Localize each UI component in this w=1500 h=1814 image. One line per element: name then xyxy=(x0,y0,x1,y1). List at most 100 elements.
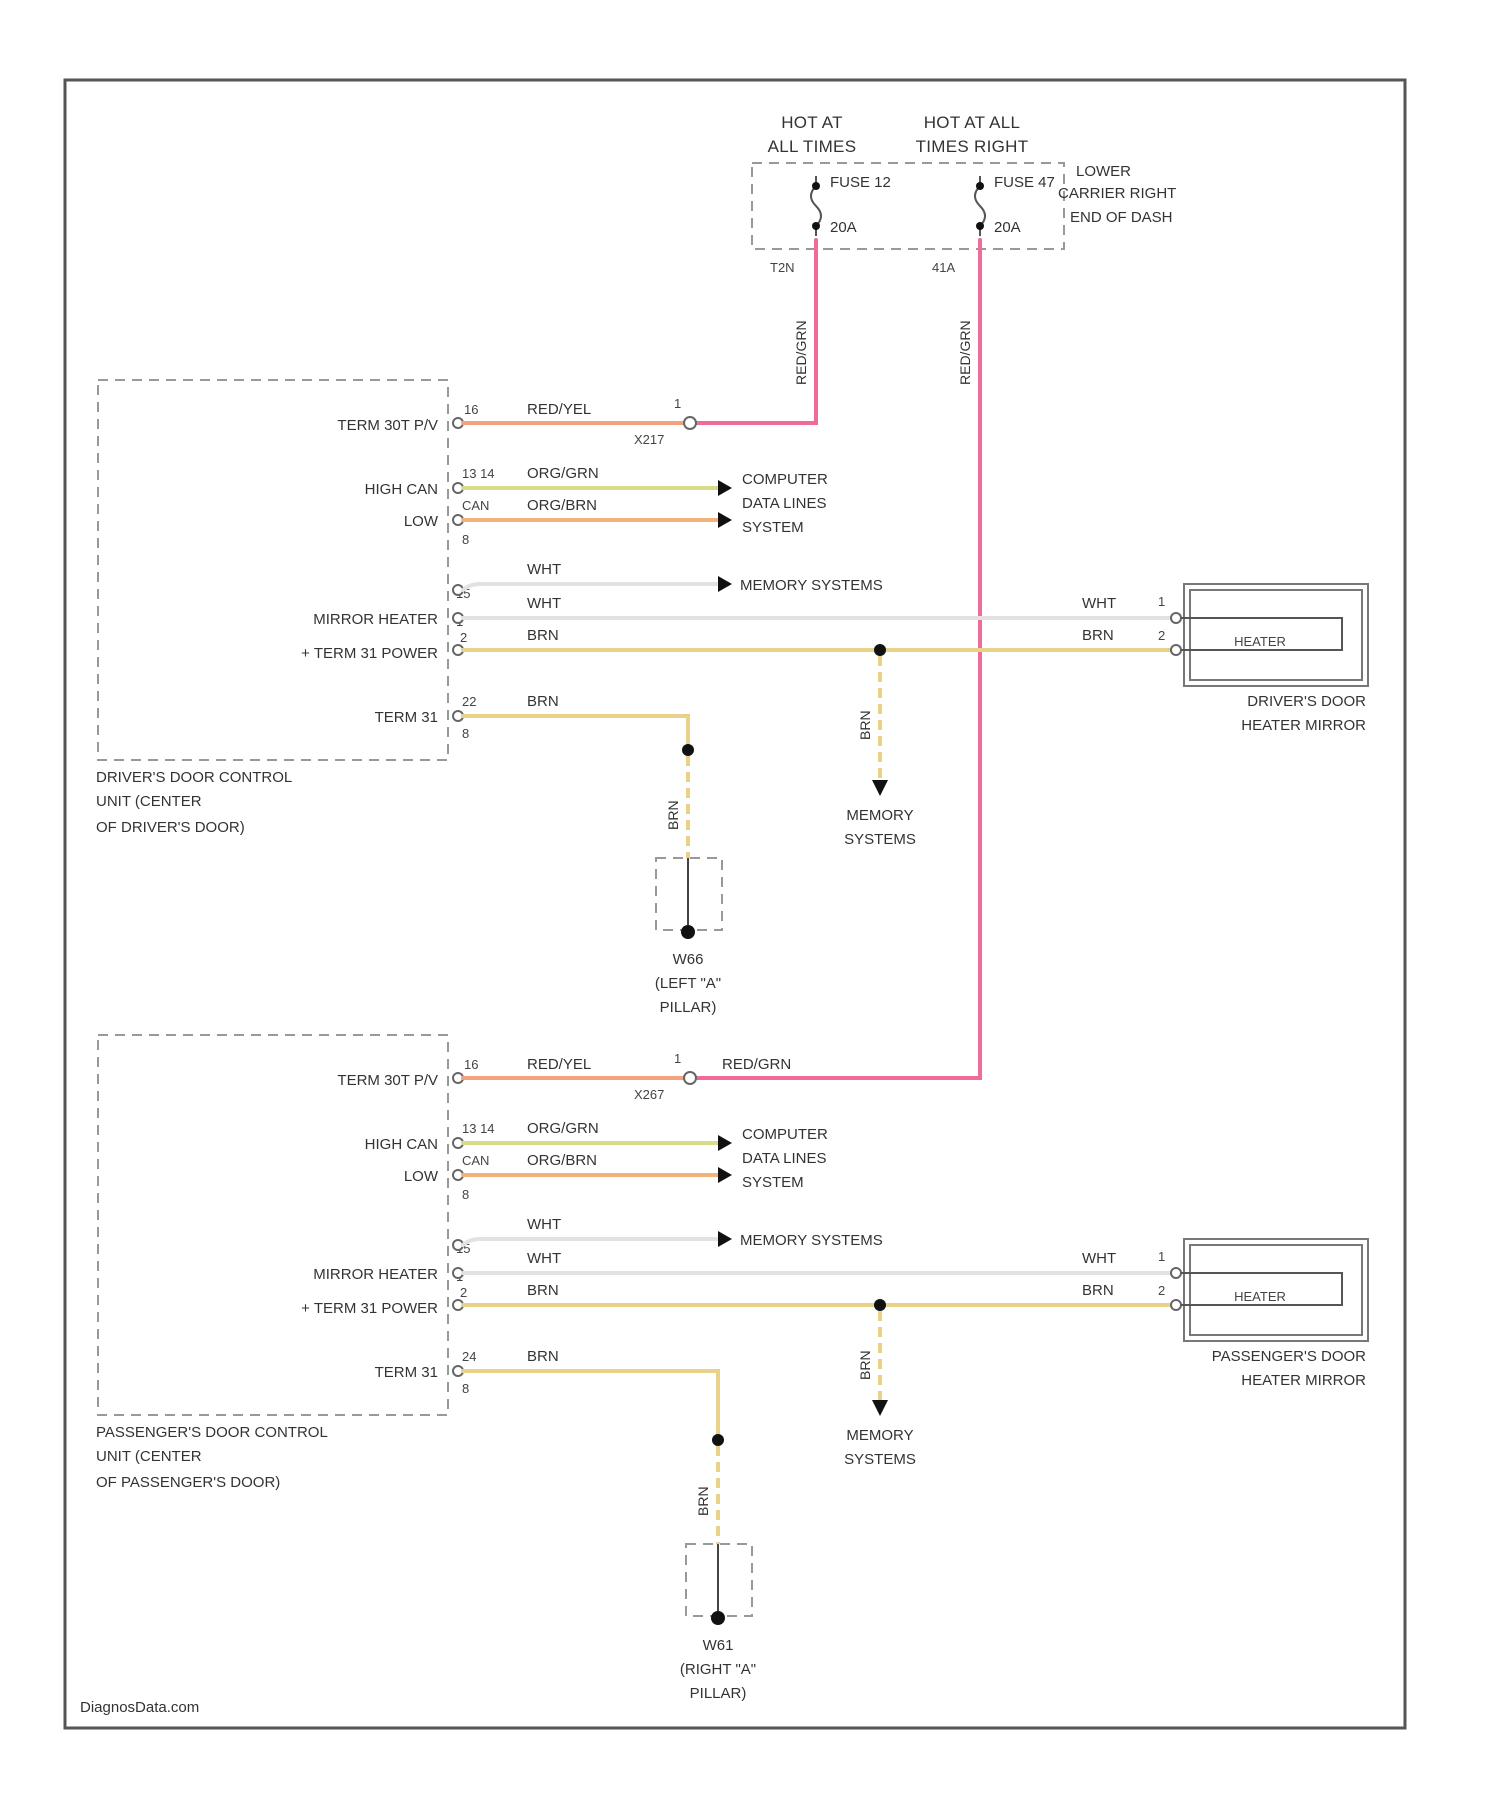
drivers-wire-high-label: ORG/GRN xyxy=(527,465,599,482)
pass-wire-term30-label: RED/YEL xyxy=(527,1056,591,1073)
pass-arrow-low-can xyxy=(718,1167,732,1183)
fuse-location-line1: LOWER xyxy=(1076,163,1131,180)
pass-computer-data-line1: COMPUTER xyxy=(742,1126,828,1143)
drivers-computer-data-line1: COMPUTER xyxy=(742,471,828,488)
pass-mirror-heater-label: MIRROR HEATER xyxy=(313,1266,438,1283)
fuse1-pin: T2N xyxy=(770,260,795,275)
drivers-mirror-term2 xyxy=(1171,645,1181,655)
fuse1-amp: 20A xyxy=(830,219,857,236)
drivers-wire-brn-ground xyxy=(463,716,688,750)
drivers-mirror-heater-label: MIRROR HEATER xyxy=(313,611,438,628)
pass-wire-low-label: ORG/BRN xyxy=(527,1152,597,1169)
pass-wire-t31-label: BRN xyxy=(527,1348,559,1365)
fuse2-name: FUSE 47 xyxy=(994,174,1055,191)
pass-high-can-label: HIGH CAN xyxy=(365,1136,438,1153)
ground-right-line1: W61 xyxy=(703,1637,734,1654)
drivers-wire-low-label: ORG/BRN xyxy=(527,497,597,514)
drivers-splice-wire-label: BRN xyxy=(857,710,873,740)
fuse2-bottom-dot xyxy=(976,222,984,230)
drivers-connector-name: X217 xyxy=(634,432,664,447)
drivers-low-label: LOW xyxy=(404,513,439,530)
fuse2-hot-line2: TIMES RIGHT xyxy=(916,137,1029,156)
drivers-heater-mirror: HEATER 1 2 WHT BRN DRIVER'S DOOR HEATER … xyxy=(1082,584,1368,734)
drivers-pin-can: 13 14 xyxy=(462,466,495,481)
pass-pin-t31b: 8 xyxy=(462,1381,469,1396)
passengers-door-control-unit: TERM 30T P/V HIGH CAN LOW MIRROR HEATER … xyxy=(96,1035,495,1491)
pass-wire-wht-memory xyxy=(463,1239,718,1245)
ground-right-line2: (RIGHT "A" xyxy=(680,1661,756,1678)
drivers-connector-pin: 1 xyxy=(674,396,681,411)
drivers-unit-name-line3: OF DRIVER'S DOOR) xyxy=(96,819,245,836)
drivers-pin-t31b: 8 xyxy=(462,726,469,741)
pass-splice xyxy=(874,1299,886,1311)
drivers-unit-outline xyxy=(98,380,448,760)
fuse2-pin: 41A xyxy=(932,260,955,275)
wire-fuse2-to-passenger xyxy=(690,240,980,1078)
pass-arrow-memory xyxy=(718,1231,732,1247)
drivers-mirror-w2: BRN xyxy=(1082,627,1114,644)
pass-pin-pw: 2 xyxy=(460,1285,467,1300)
drivers-pin-t31: 22 xyxy=(462,694,476,709)
pass-memory-systems-line1: MEMORY xyxy=(846,1427,913,1444)
drivers-wire-brn-label: BRN xyxy=(527,627,559,644)
pass-wire-brn-ground xyxy=(463,1371,718,1440)
drivers-arrow-low-can xyxy=(718,512,732,528)
drivers-door-control-unit: TERM 30T P/V HIGH CAN LOW MIRROR HEATER … xyxy=(96,380,495,836)
pass-computer-data-line2: DATA LINES xyxy=(742,1150,826,1167)
pass-arrow-high-can xyxy=(718,1135,732,1151)
pass-pin-can2: CAN xyxy=(462,1153,489,1168)
pass-unit-name-line2: UNIT (CENTER xyxy=(96,1448,202,1465)
pass-connector-name: X267 xyxy=(634,1087,664,1102)
drivers-computer-data-line2: DATA LINES xyxy=(742,495,826,512)
pass-mirror-pin1: 1 xyxy=(1158,1249,1165,1264)
fuse2-wire-label: RED/GRN xyxy=(957,320,973,385)
ground-right: W61 (RIGHT "A" PILLAR) xyxy=(680,1544,756,1702)
pass-computer-data-line3: SYSTEM xyxy=(742,1174,804,1191)
drivers-memory-systems-line1: MEMORY xyxy=(846,807,913,824)
fuse1-hot-line1: HOT AT xyxy=(781,113,843,132)
drivers-wire-t31-label: BRN xyxy=(527,693,559,710)
drivers-high-can-label: HIGH CAN xyxy=(365,481,438,498)
drivers-wire-wht2-label: WHT xyxy=(527,595,561,612)
drivers-ground-splice xyxy=(682,744,694,756)
pass-unit-outline xyxy=(98,1035,448,1415)
ground-left: W66 (LEFT "A" PILLAR) xyxy=(655,858,722,1016)
pass-mirror-term2 xyxy=(1171,1300,1181,1310)
pass-pin-can: 13 14 xyxy=(462,1121,495,1136)
pass-mirror-element-label: HEATER xyxy=(1234,1289,1286,1304)
pass-low-label: LOW xyxy=(404,1168,439,1185)
drivers-pin-can2: CAN xyxy=(462,498,489,513)
pass-mirror-w2: BRN xyxy=(1082,1282,1114,1299)
pass-mirror-term1 xyxy=(1171,1268,1181,1278)
drivers-pin-low: 8 xyxy=(462,532,469,547)
drivers-mirror-element-label: HEATER xyxy=(1234,634,1286,649)
drivers-arrow-memory xyxy=(718,576,732,592)
drivers-mirror-name-line2: HEATER MIRROR xyxy=(1241,717,1366,734)
passengers-heater-mirror: HEATER 1 2 WHT BRN PASSENGER'S DOOR HEAT… xyxy=(1082,1239,1368,1389)
pass-unit-name-line3: OF PASSENGER'S DOOR) xyxy=(96,1474,280,1491)
pass-wire-high-label: ORG/GRN xyxy=(527,1120,599,1137)
pass-arrow-memory-down xyxy=(872,1400,888,1416)
drivers-wire-term30-label: RED/YEL xyxy=(527,401,591,418)
pass-pin-low: 8 xyxy=(462,1187,469,1202)
ground-right-dot xyxy=(711,1611,725,1625)
drivers-connector-x217 xyxy=(684,417,696,429)
fuse1-wire-label: RED/GRN xyxy=(793,320,809,385)
pass-unit-name-line1: PASSENGER'S DOOR CONTROL xyxy=(96,1424,328,1441)
pass-mirror-pin2: 2 xyxy=(1158,1283,1165,1298)
drivers-term30-label: TERM 30T P/V xyxy=(337,417,438,434)
fuse1-top-dot xyxy=(812,182,820,190)
pass-ground-wire-label: BRN xyxy=(695,1486,711,1516)
drivers-pin-pw: 2 xyxy=(460,630,467,645)
pass-memory-systems: MEMORY SYSTEMS xyxy=(740,1232,883,1249)
pass-ground-splice xyxy=(712,1434,724,1446)
watermark: DiagnosData.com xyxy=(80,1699,199,1716)
pass-mirror-name-line2: HEATER MIRROR xyxy=(1241,1372,1366,1389)
drivers-unit-name-line1: DRIVER'S DOOR CONTROL xyxy=(96,769,292,786)
drivers-unit-name-line2: UNIT (CENTER xyxy=(96,793,202,810)
drivers-term31-label: TERM 31 xyxy=(375,709,438,726)
fuse-location-line3: END OF DASH xyxy=(1070,209,1173,226)
pass-incoming-wire-label: RED/GRN xyxy=(722,1056,791,1073)
pass-wire-wht2-label: WHT xyxy=(527,1250,561,1267)
pass-pin-t31: 24 xyxy=(462,1349,476,1364)
